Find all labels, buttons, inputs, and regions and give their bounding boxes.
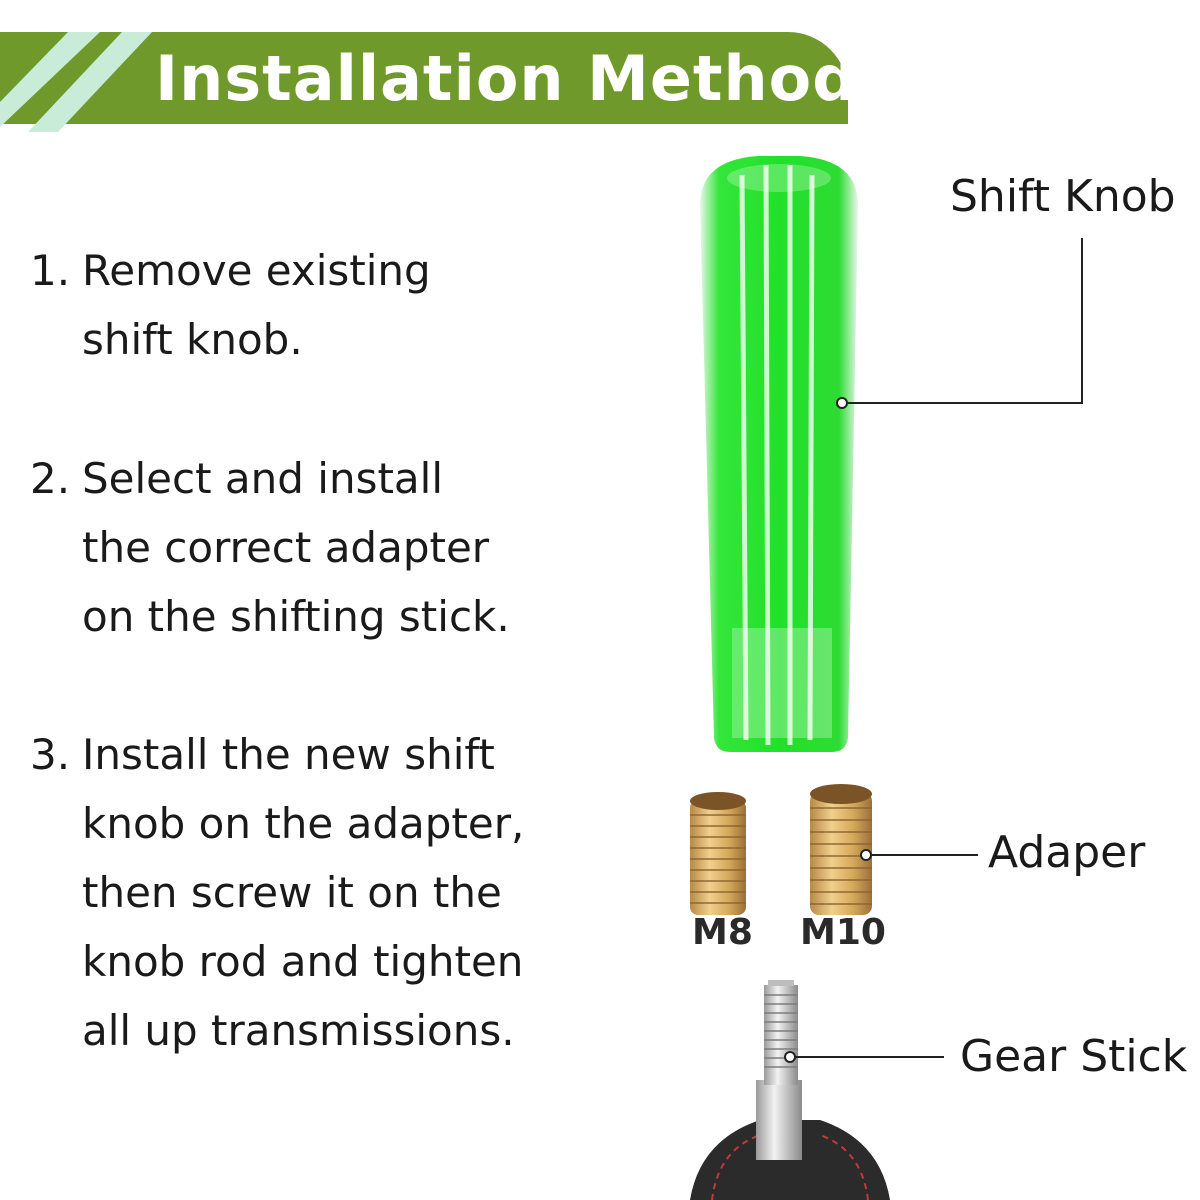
shift-knob-leader-line bbox=[836, 238, 1083, 409]
shift-knob-image bbox=[700, 156, 858, 752]
step-line: knob on the adapter, bbox=[82, 799, 525, 848]
step-line: on the shifting stick. bbox=[82, 592, 510, 641]
step-line: then screw it on the bbox=[82, 868, 502, 917]
step-line: Remove existing bbox=[82, 246, 431, 295]
adapter-label: Adaper bbox=[988, 827, 1146, 878]
gear-stick-image bbox=[690, 980, 890, 1200]
step-line: shift knob. bbox=[82, 315, 303, 364]
step-line: Install the new shift bbox=[82, 730, 495, 779]
m8-size-label: M8 bbox=[692, 912, 753, 953]
gear-stick-label: Gear Stick bbox=[960, 1031, 1188, 1082]
banner-stripes-decoration bbox=[0, 32, 152, 132]
step-number: 2. bbox=[30, 454, 71, 503]
step-number: 3. bbox=[30, 730, 71, 779]
title-banner bbox=[0, 32, 848, 124]
step-line: knob rod and tighten bbox=[82, 937, 524, 986]
m10-adapter-image bbox=[810, 784, 872, 915]
step-number: 1. bbox=[30, 246, 71, 295]
page-title: Installation Method bbox=[155, 42, 858, 115]
step-line: all up transmissions. bbox=[82, 1006, 515, 1055]
gear-stick-leader-line bbox=[784, 1051, 944, 1063]
step-line: the correct adapter bbox=[82, 523, 490, 572]
m8-adapter-image bbox=[690, 792, 746, 915]
step-line: Select and install bbox=[82, 454, 443, 503]
shift-knob-label: Shift Knob bbox=[950, 171, 1176, 222]
adapter-leader-line bbox=[860, 849, 978, 861]
m10-size-label: M10 bbox=[800, 912, 886, 953]
